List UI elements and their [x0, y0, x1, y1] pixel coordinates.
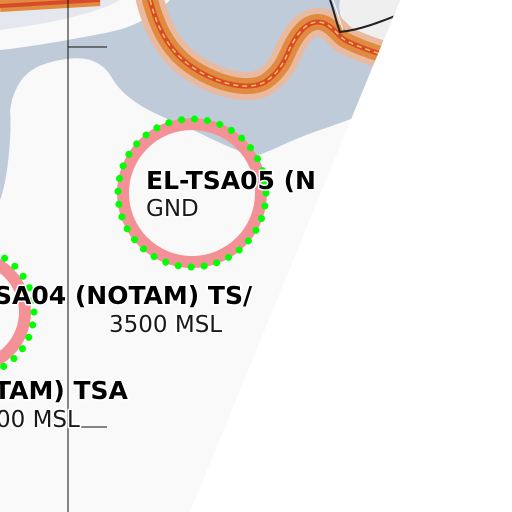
zone-label-tsa04: SA04 (NOTAM) TS/ [0, 281, 253, 310]
zone-altitude-tsa04: 3500 MSL [109, 312, 222, 338]
border-line-nw [0, 0, 101, 8]
zone-dots-tsa04 [0, 244, 38, 380]
zone-ring-tsa05[interactable] [117, 118, 267, 268]
zone-dots-tsa05 [114, 115, 270, 271]
border-line-ne [329, 0, 400, 34]
water-inlet [0, 60, 11, 200]
border-line-ne [332, 0, 344, 31]
zone-ring-tsa04[interactable] [0, 251, 31, 373]
zone-altitude-tsa05: GND [146, 196, 199, 222]
zone-label-tsa05: EL-TSA05 (N [146, 166, 316, 195]
zone-altitude-tsa-west: 00 MSL [0, 407, 80, 433]
border-line-dashed [149, 0, 400, 87]
zone-label-tsa-west: TAM) TSA [0, 376, 129, 405]
